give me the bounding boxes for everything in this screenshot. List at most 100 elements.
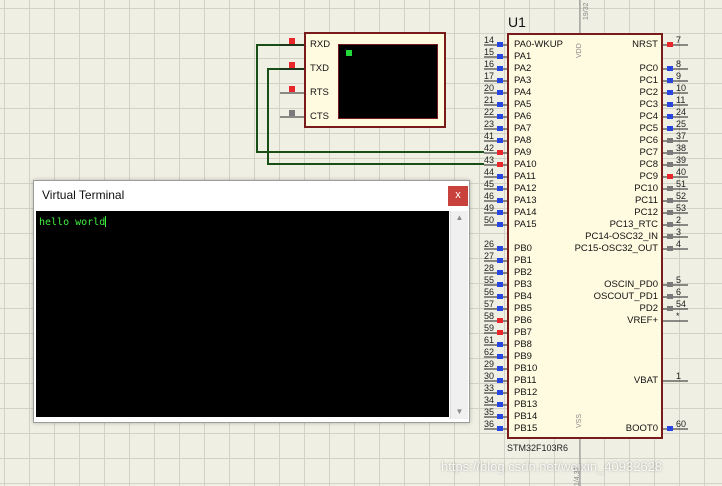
chip-pin-number: 33 [484, 383, 495, 393]
chip-pin-number: 45 [484, 179, 495, 189]
chip-pin-label: VBAT [633, 375, 658, 386]
chip-pin-number: 34 [484, 395, 495, 405]
chip-pin-label: PC5 [639, 123, 658, 134]
pin-state-indicator [497, 414, 503, 419]
chip-pin-label: PC8 [639, 159, 658, 170]
chip-pin-label: PC10 [634, 183, 658, 194]
chip-pin-label: PA14 [514, 207, 537, 218]
chip-pin-number: 46 [484, 191, 495, 201]
pin-state-indicator [497, 210, 503, 215]
pin-state-indicator [497, 102, 503, 107]
vdd-label: VDD [576, 43, 583, 58]
pin-state-indicator [667, 198, 673, 203]
close-icon: x [455, 189, 461, 201]
pin-state-indicator [497, 126, 503, 131]
pin-state-indicator [667, 306, 673, 311]
pin-state-indicator [667, 174, 673, 179]
chip-pin-label: PB8 [514, 339, 532, 350]
pin-state-indicator [667, 102, 673, 107]
chip-pin-number: 10 [676, 83, 687, 93]
chip-pin-label: PC6 [639, 135, 658, 146]
terminal-output-area[interactable]: hello world [36, 211, 449, 417]
pin-state-indicator [497, 90, 503, 95]
pin-state-indicator [289, 62, 295, 68]
pin-state-indicator [497, 294, 503, 299]
chip-pin-number: 51 [676, 179, 687, 189]
chip-pin-number: 11 [676, 95, 686, 105]
virtual-terminal-screen-icon [338, 44, 438, 119]
watermark: https://blog.csdn.net/weixin_40932628 [441, 459, 663, 474]
chip-pin-number: 21 [484, 95, 495, 105]
chip-pin-label: PB15 [514, 423, 538, 434]
chip-pin-label: PC3 [639, 99, 658, 110]
pin-state-indicator [497, 114, 503, 119]
pin-state-indicator [497, 402, 503, 407]
chip-pin-number: 25 [676, 119, 687, 129]
pin-state-indicator [667, 234, 673, 239]
chip-pin-label: PB6 [514, 315, 532, 326]
chip-pin-label: PC2 [639, 87, 658, 98]
chip-pin-number: 30 [484, 371, 495, 381]
chip-pin-label: PA0-WKUP [514, 39, 563, 50]
chip-pin-number: 55 [484, 275, 495, 285]
pin-state-indicator [667, 282, 673, 287]
pin-state-indicator [497, 66, 503, 71]
chip-pin-label: PB4 [514, 291, 532, 302]
text-cursor [105, 216, 107, 227]
chip-pin-number: 42 [484, 143, 495, 153]
chip-pin-number: 7 [676, 35, 682, 45]
terminal-text: hello world [39, 216, 107, 228]
chip-part-number: STM32F103R6 [507, 443, 569, 453]
chip-reference: U1 [508, 14, 526, 30]
virtual-terminal-window[interactable]: Virtual Terminal x hello world ▲ ▼ [33, 180, 470, 423]
pin-state-indicator [289, 38, 295, 44]
chip-pin-label: PB12 [514, 387, 538, 398]
close-button[interactable]: x [448, 186, 468, 206]
vdd-net-label: 19/32 [583, 2, 590, 20]
chip-pin-label: PA8 [514, 135, 532, 146]
pin-state-indicator [667, 186, 673, 191]
scroll-down-arrow-icon[interactable]: ▼ [455, 407, 464, 416]
pin-state-indicator [667, 222, 673, 227]
chip-pin-label: PA11 [514, 171, 536, 182]
chip-pin-number: 43 [484, 155, 495, 165]
chip-pin-label: BOOT0 [625, 423, 658, 434]
pin-state-indicator [667, 294, 673, 299]
chip-pin-label: PD2 [639, 303, 658, 314]
pin-state-indicator [667, 150, 673, 155]
chip-pin-number: 28 [484, 263, 495, 273]
pin-state-indicator [497, 378, 503, 383]
vertical-scrollbar[interactable]: ▲ ▼ [450, 211, 468, 419]
stm32-chip[interactable] [507, 33, 663, 439]
chip-pin-number: 27 [484, 251, 495, 261]
chip-pin-number: 24 [676, 107, 687, 117]
chip-pin-label: PC7 [639, 147, 658, 158]
terminal-output-line: hello world [39, 217, 106, 228]
chip-pin-label: PC13_RTC [609, 219, 658, 230]
chip-pin-number: 22 [484, 107, 495, 117]
chip-pin-label: PA2 [514, 63, 532, 74]
chip-pin-label: PC0 [639, 63, 658, 74]
chip-pin-number: 4 [676, 239, 682, 249]
chip-pin-number: 59 [484, 323, 495, 333]
pin-state-indicator [497, 78, 503, 83]
pin-state-indicator [497, 258, 503, 263]
chip-pin-number: 54 [676, 299, 687, 309]
chip-pin-label: PC12 [634, 207, 658, 218]
pin-state-indicator [497, 426, 503, 431]
pin-state-indicator [497, 330, 503, 335]
chip-pin-number: 3 [676, 227, 682, 237]
chip-pin-number: 29 [484, 359, 495, 369]
pin-state-indicator [497, 162, 503, 167]
pin-state-indicator [497, 354, 503, 359]
chip-pin-number: 17 [484, 71, 495, 81]
scroll-up-arrow-icon[interactable]: ▲ [455, 213, 464, 222]
chip-pin-number: 62 [484, 347, 495, 357]
pin-state-indicator [497, 390, 503, 395]
window-title: Virtual Terminal [42, 188, 125, 202]
chip-pin-label: PA12 [514, 183, 537, 194]
chip-pin-label: PA15 [514, 219, 537, 230]
chip-pin-label: PC1 [639, 75, 658, 86]
chip-pin-number: 39 [676, 155, 687, 165]
